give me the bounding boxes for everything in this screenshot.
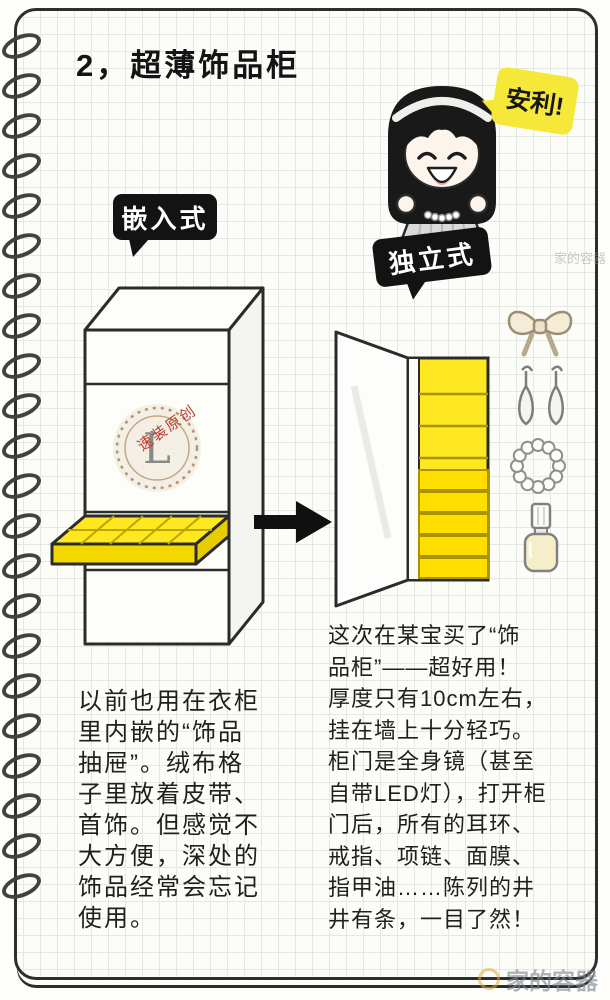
cabinet-box [83, 286, 265, 646]
embedded-type-label: 嵌入式 [113, 194, 217, 257]
stamp-outer-ring [115, 406, 199, 490]
arrow-right-icon [254, 501, 332, 543]
girl-illustration [388, 86, 496, 246]
embedded-cabinet-illustration: L 速装原创 [50, 286, 265, 646]
spiral-ring-icon [0, 68, 45, 104]
nail-polish-icon [523, 502, 559, 573]
spiral-ring-icon [0, 628, 45, 664]
earrings-icon [518, 365, 564, 426]
bow-icon [507, 310, 573, 357]
girl-bangs [405, 116, 479, 148]
cabinet-drawers [418, 469, 489, 579]
spiral-ring-icon [0, 588, 45, 624]
right-paragraph: 这次在某宝买了“饰 品柜”——超好用！ 厚度只有10cm左右， 挂在墙上十分轻巧… [328, 623, 547, 932]
cabinet-shelves [419, 392, 488, 460]
spiral-ring-icon [0, 828, 45, 864]
stamp-inner-ring [124, 415, 190, 481]
mirror-shine [350, 385, 392, 539]
notebook-page [14, 8, 598, 980]
cabinet-side-wall [407, 357, 420, 581]
girl-mouth [426, 166, 458, 184]
spiral-ring-icon [0, 548, 45, 584]
girl-necklace [423, 210, 461, 223]
watermark-logo-icon [478, 968, 500, 990]
spiral-ring-icon [0, 468, 45, 504]
pearl-bracelet-icon [510, 438, 566, 494]
spiral-binding [0, 26, 45, 906]
stamp-letter: L [143, 424, 171, 473]
girl-fist-left [395, 193, 417, 215]
side-watermark: 家的容器 [553, 251, 606, 266]
spiral-ring-icon [0, 668, 45, 704]
standalone-cabinet-illustration [334, 330, 490, 608]
spiral-ring-icon [0, 868, 45, 904]
spiral-ring-icon [0, 708, 45, 744]
spiral-ring-icon [0, 148, 45, 184]
spiral-ring-icon [0, 28, 45, 64]
spiral-ring-icon [0, 308, 45, 344]
embedded-label-tail [129, 239, 149, 257]
girl-fist-right [467, 193, 489, 215]
spiral-ring-icon [0, 268, 45, 304]
girl-eye-right [447, 151, 467, 160]
spiral-ring-icon [0, 108, 45, 144]
anli-speech-text: 安利! [503, 84, 566, 122]
jewelry-drawer [50, 514, 231, 566]
girl-eye-left [417, 151, 437, 160]
spiral-ring-icon [0, 188, 45, 224]
spiral-ring-icon [0, 388, 45, 424]
standalone-label-tail [407, 280, 428, 301]
spiral-ring-icon [0, 788, 45, 824]
standalone-type-label-text: 独立式 [387, 238, 478, 279]
girl-tongue [433, 179, 451, 185]
spiral-ring-icon [0, 428, 45, 464]
stamp-background [113, 404, 201, 492]
drawer-compartment-lines [68, 515, 212, 545]
spiral-ring-icon [0, 228, 45, 264]
spiral-ring-icon [0, 348, 45, 384]
spiral-ring-icon [0, 748, 45, 784]
embedded-type-label-text: 嵌入式 [121, 203, 209, 234]
page-title: 2，超薄饰品柜 [76, 48, 301, 83]
girl-headband [392, 97, 492, 122]
left-paragraph: 以前也用在衣柜 里内嵌的“饰品 抽屉”。绒布格 子里放着皮带、 首饰。但感觉不 … [78, 688, 260, 932]
cabinet-shelf-lines [85, 382, 229, 572]
bottom-watermark-text: 家的容器 [506, 968, 598, 994]
bottom-watermark: 家的容器 [478, 962, 598, 996]
spiral-ring-icon [0, 508, 45, 544]
